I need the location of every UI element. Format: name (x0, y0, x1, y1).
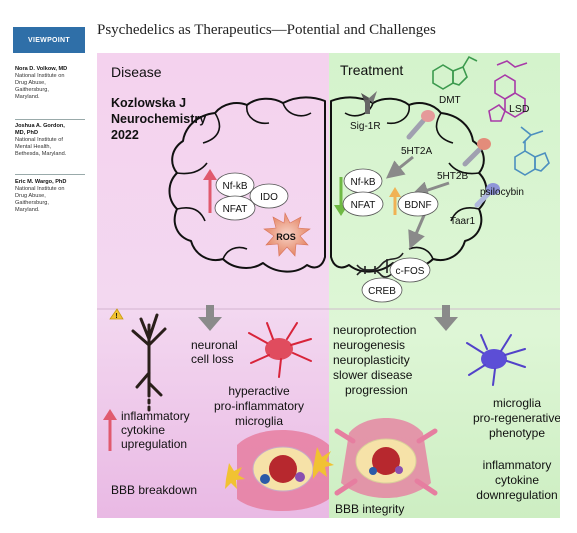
disease-marker-nfkb: Nf-kB (215, 172, 255, 198)
outcome-line: neuroplasticity (333, 353, 410, 367)
article-title: Psychedelics as Therapeutics—Potential a… (97, 22, 436, 38)
ros-label: ROS (276, 232, 296, 242)
degenerating-neuron-icon (131, 313, 167, 415)
outcome-line: neurogenesis (333, 338, 405, 352)
author-affiliation-line: Drug Abuse, (15, 80, 46, 86)
treatment-marker-bdnf: BDNF (397, 191, 439, 217)
effect-cytokine-line: upregulation (121, 437, 187, 451)
author-affiliation-line: Gaithersburg, (15, 200, 49, 206)
warning-icon: ! (109, 308, 124, 320)
effect-microglia-line: pro-inflammatory (214, 399, 304, 413)
article-sidebar: VIEWPOINT Nora D. Volkow, MD National In… (0, 0, 88, 533)
outcome-line: progression (345, 383, 408, 397)
treatment-marker-label: CREB (368, 286, 396, 297)
effect-cytokine-line: inflammatory (121, 409, 190, 423)
effect-cytokine-line: downregulation (476, 488, 557, 502)
effect-bbb-integrity: BBB integrity (335, 502, 404, 516)
author-block: Nora D. Volkow, MD National Institute on… (15, 66, 85, 101)
broken-vessel-icon (225, 430, 334, 511)
bdnf-upregulation-arrow (389, 187, 401, 215)
author-affiliation-line: Gaithersburg, (15, 87, 49, 93)
citation-line: 2022 (111, 128, 139, 142)
effect-neuronal-loss: cell loss (191, 352, 234, 366)
treatment-marker-nfat: NFAT (342, 191, 384, 217)
taar1-receptor-icon (474, 183, 500, 208)
treatment-marker-label: Nf-kB (351, 177, 376, 188)
receptor-label-5ht2b: 5HT2B (437, 171, 468, 182)
drug-label-dmt: DMT (439, 95, 461, 106)
author-affiliation-line: Bethesda, Maryland. (15, 151, 67, 157)
author-affiliation-line: Maryland. (15, 207, 40, 213)
disease-downstream-arrow (198, 305, 222, 331)
effect-microglia-line: pro-regenerative (473, 411, 560, 425)
citation-line: Neurochemistry (111, 112, 206, 126)
receptor-label-taar1: Taar1 (450, 216, 475, 227)
effect-microglia-line: hyperactive (228, 384, 290, 398)
drug-label-psilocybin: psilocybin (480, 187, 524, 198)
effect-bbb-breakdown: BBB breakdown (111, 483, 197, 497)
effect-neuronal-loss: neuronal (191, 338, 238, 352)
author-name: Nora D. Volkow, MD (15, 66, 68, 72)
receptor-label-sig1r: Sig-1R (350, 121, 381, 132)
effect-cytokine-line: cytokine (495, 473, 539, 487)
outcome-line: slower disease (333, 368, 413, 382)
outcome-line: neuroprotection (333, 323, 416, 337)
treatment-marker-label: NFAT (351, 200, 376, 211)
psilocybin-molecule-icon (514, 126, 550, 176)
figure-svg: Disease Treatment Kozlowska J Neurochemi… (97, 53, 560, 518)
author-name: Eric M. Wargo, PhD (15, 179, 67, 185)
treatment-marker-label: BDNF (404, 200, 431, 211)
viewpoint-badge: VIEWPOINT (13, 27, 85, 53)
effect-microglia-line: phenotype (489, 426, 545, 440)
drug-label-lsd: LSD (509, 103, 530, 115)
treatment-marker-creb: CREB (361, 277, 403, 303)
treatment-marker-label: c-FOS (396, 266, 425, 277)
disease-marker-label: NFAT (223, 204, 248, 215)
pro-regenerative-microglia-icon (466, 334, 526, 386)
intact-vessel-icon (334, 418, 438, 498)
dmt-molecule-icon (432, 55, 478, 90)
receptor-label-5ht2a: 5HT2A (401, 146, 432, 157)
author-affiliation-line: National Institute of (15, 137, 63, 143)
disease-marker-label: Nf-kB (223, 181, 248, 192)
citation-line: Kozlowska J (111, 96, 186, 110)
author-affiliation-line: Maryland. (15, 94, 40, 100)
effect-microglia-line: microglia (493, 396, 541, 410)
hyperactive-microglia-icon (248, 322, 312, 378)
figure-panel: Disease Treatment Kozlowska J Neurochemi… (97, 53, 560, 518)
sig1r-receptor-icon (361, 91, 377, 114)
effect-microglia-line: microglia (235, 414, 283, 428)
disease-upregulation-arrow (203, 169, 217, 213)
disease-marker-ido: IDO (249, 183, 289, 209)
author-affiliation-line: National Institute on (15, 73, 65, 79)
effect-cytokine-line: inflammatory (483, 458, 552, 472)
author-block: Joshua A. Gordon, MD, PhD National Insti… (15, 123, 85, 158)
treatment-title: Treatment (340, 62, 403, 78)
treatment-downstream-arrow (434, 305, 458, 331)
ros-burst: ROS (263, 211, 311, 257)
effect-cytokine-line: cytokine (121, 423, 165, 437)
5ht2b-receptor-icon (462, 138, 491, 167)
lsd-molecule-icon (488, 60, 528, 122)
author-name: Joshua A. Gordon, (15, 123, 65, 129)
author-divider (15, 119, 85, 120)
author-degree: MD, PhD (15, 130, 38, 136)
author-affiliation-line: Drug Abuse, (15, 193, 46, 199)
signaling-arrows (385, 155, 450, 250)
treatment-marker-cfos: c-FOS (389, 257, 431, 283)
disease-title: Disease (111, 64, 162, 80)
cytokine-upregulation-arrow (103, 409, 117, 451)
treatment-marker-nfkb: Nf-kB (343, 168, 383, 194)
disease-marker-nfat: NFAT (214, 195, 256, 221)
svg-text:!: ! (115, 313, 117, 320)
author-block: Eric M. Wargo, PhD National Institute on… (15, 179, 85, 214)
author-affiliation-line: National Institute on (15, 186, 65, 192)
author-affiliation-line: Mental Health, (15, 144, 52, 150)
disease-marker-label: IDO (260, 192, 278, 203)
author-divider (15, 174, 85, 175)
5ht2a-receptor-icon (406, 110, 435, 140)
